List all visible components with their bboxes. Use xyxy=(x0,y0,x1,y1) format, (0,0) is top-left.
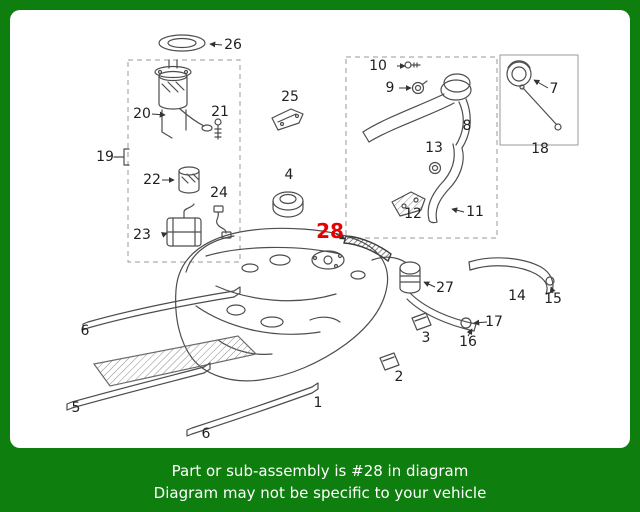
filler-hose-11 xyxy=(427,143,464,224)
pad-2 xyxy=(379,352,400,371)
skid-plate xyxy=(92,335,258,387)
fuel-cap-7 xyxy=(506,60,562,131)
clamp-13 xyxy=(428,161,442,175)
bracket-19 xyxy=(113,148,130,166)
filler-neck-assembly xyxy=(362,61,472,217)
fuel-filter-22 xyxy=(178,166,200,194)
banner-line-2: Diagram may not be specific to your vehi… xyxy=(153,483,487,502)
fuel-sender-23 xyxy=(166,203,202,247)
parts-diagram xyxy=(66,34,579,437)
tank-strap-lower-6 xyxy=(186,382,319,437)
part-28-highlighted xyxy=(343,235,392,263)
lock-ring-gasket xyxy=(158,34,206,52)
diagram-canvas xyxy=(10,10,630,448)
clamp-17 xyxy=(460,317,472,329)
bracket-25 xyxy=(271,108,304,131)
banner: Part or sub-assembly is #28 in diagram D… xyxy=(0,452,640,512)
cap-4 xyxy=(272,191,304,218)
pump-module-box xyxy=(127,59,241,263)
banner-line-1: Part or sub-assembly is #28 in diagram xyxy=(171,461,469,480)
tank-strap-5 xyxy=(66,362,211,411)
fuel-pump-assembly xyxy=(154,59,232,247)
bracket-12 xyxy=(391,191,426,217)
filler-neck-box xyxy=(345,56,498,239)
leader-lines xyxy=(151,41,556,337)
vent-hose-14 xyxy=(468,257,555,295)
screw-10 xyxy=(404,61,412,69)
screw-21 xyxy=(214,118,222,140)
pad-3 xyxy=(411,312,432,331)
cap-tether-18 xyxy=(522,87,557,125)
tank-strap-upper-6 xyxy=(82,286,241,331)
tube-16 xyxy=(406,292,477,332)
clamp-9 xyxy=(411,81,425,95)
canister-27 xyxy=(371,256,421,294)
fuel-cap-box xyxy=(499,54,579,146)
clamp-15 xyxy=(545,276,555,286)
wiring-24 xyxy=(213,205,232,239)
